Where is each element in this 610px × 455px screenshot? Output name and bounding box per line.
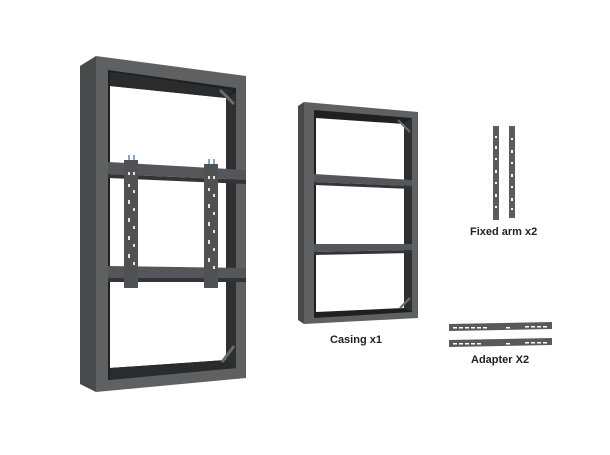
adapter-image (449, 322, 552, 347)
assembled-frame-image (80, 56, 246, 392)
casing-label: Casing x1 (330, 334, 382, 346)
fixed-arm-image (493, 126, 515, 220)
casing-image (298, 102, 418, 324)
fixed-arm-label: Fixed arm x2 (470, 226, 538, 238)
adapter-label: Adapter X2 (471, 354, 530, 366)
